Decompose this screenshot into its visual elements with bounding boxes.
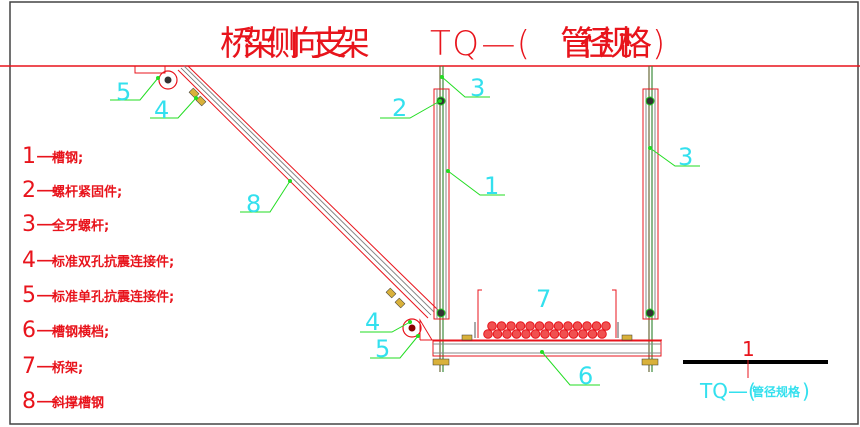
svg-text:4—: 4— xyxy=(22,248,58,273)
left-hanger xyxy=(432,66,450,372)
svg-text:全牙螺杆;: 全牙螺杆; xyxy=(51,218,109,234)
title-code: TQ—( xyxy=(430,24,530,64)
cable xyxy=(559,329,569,339)
legend-item: 1—槽钢; xyxy=(22,144,83,169)
cable xyxy=(549,329,560,339)
cable xyxy=(563,321,573,331)
svg-text:8—: 8— xyxy=(22,389,58,414)
cable xyxy=(553,321,564,331)
svg-text:槽钢横档;: 槽钢横档; xyxy=(52,324,109,340)
svg-text:5—: 5— xyxy=(22,283,58,308)
diagonal-brace xyxy=(134,65,439,341)
callout-8: 8 xyxy=(246,190,261,218)
bottom-pivot xyxy=(402,318,422,338)
cable xyxy=(521,329,531,339)
title-spec: 管径规格 xyxy=(560,24,652,64)
cable xyxy=(591,321,602,331)
svg-text:3—: 3— xyxy=(22,212,58,237)
cable xyxy=(568,329,579,339)
cable xyxy=(525,321,535,331)
cable xyxy=(534,321,545,331)
callout-4-top: 4 xyxy=(154,96,169,124)
cable xyxy=(572,321,583,331)
cable xyxy=(487,321,497,331)
cable-tray xyxy=(474,289,619,339)
svg-text:1—: 1— xyxy=(22,144,58,169)
callout-5-bottom: 5 xyxy=(375,335,390,363)
svg-text:TQ—(: TQ—( xyxy=(699,379,756,403)
svg-text:桥架;: 桥架; xyxy=(52,360,83,376)
cable xyxy=(502,329,512,339)
cable xyxy=(496,321,507,331)
legend-item: 3—全牙螺杆; xyxy=(22,212,109,237)
callout-6: 6 xyxy=(578,362,593,390)
callout-2: 2 xyxy=(392,94,407,122)
section-mark: 1 TQ—( 管径规格 ) xyxy=(683,337,828,403)
callout-5-top: 5 xyxy=(116,78,131,106)
cable xyxy=(515,321,526,331)
cable xyxy=(587,329,598,339)
legend-item: 8—斜撑槽钢 xyxy=(22,389,104,414)
title-main: 桥架侧向支架 xyxy=(220,24,370,64)
callout-3-left: 3 xyxy=(470,74,485,102)
svg-text:1: 1 xyxy=(742,337,755,361)
cable xyxy=(540,329,550,339)
svg-text:斜撑槽钢: 斜撑槽钢 xyxy=(51,395,104,411)
cable xyxy=(582,321,592,331)
legend: 1—槽钢; 2—螺杆紧固件; 3—全牙螺杆; 4—标准双孔抗震连接件; 5—标准… xyxy=(22,144,174,414)
svg-text:管径规格: 管径规格 xyxy=(752,384,801,399)
title-close: ) xyxy=(652,24,665,64)
crossbar xyxy=(420,334,662,357)
cable xyxy=(601,321,611,331)
cable xyxy=(506,321,516,331)
legend-item: 5—标准单孔抗震连接件; xyxy=(22,283,174,308)
callout-3-right: 3 xyxy=(678,143,693,171)
cable xyxy=(530,329,541,339)
right-hanger xyxy=(641,66,659,372)
legend-item: 4—标准双孔抗震连接件; xyxy=(22,248,174,273)
svg-text:2—: 2— xyxy=(22,178,58,203)
svg-text:7—: 7— xyxy=(22,354,58,379)
cable xyxy=(511,329,522,339)
cable xyxy=(492,329,503,339)
svg-text:6—: 6— xyxy=(22,318,58,343)
cable xyxy=(597,329,607,339)
drawing-frame xyxy=(9,1,859,425)
svg-text:标准单孔抗震连接件;: 标准单孔抗震连接件; xyxy=(51,289,174,305)
top-pivot xyxy=(158,70,178,90)
callout-1: 1 xyxy=(484,172,499,200)
callout-4-bottom: 4 xyxy=(365,308,380,336)
legend-item: 2—螺杆紧固件; xyxy=(22,178,122,203)
cable xyxy=(544,321,554,331)
legend-item: 7—桥架; xyxy=(22,354,83,379)
legend-item: 6—槽钢横档; xyxy=(22,318,109,343)
callout-7: 7 xyxy=(536,285,551,313)
svg-text:标准双孔抗震连接件;: 标准双孔抗震连接件; xyxy=(51,254,174,270)
leader-lines xyxy=(110,76,700,386)
cable xyxy=(483,329,493,339)
svg-text:螺杆紧固件;: 螺杆紧固件; xyxy=(52,184,122,200)
svg-text:槽钢;: 槽钢; xyxy=(52,150,83,166)
svg-text:): ) xyxy=(802,379,810,403)
cable xyxy=(578,329,588,339)
